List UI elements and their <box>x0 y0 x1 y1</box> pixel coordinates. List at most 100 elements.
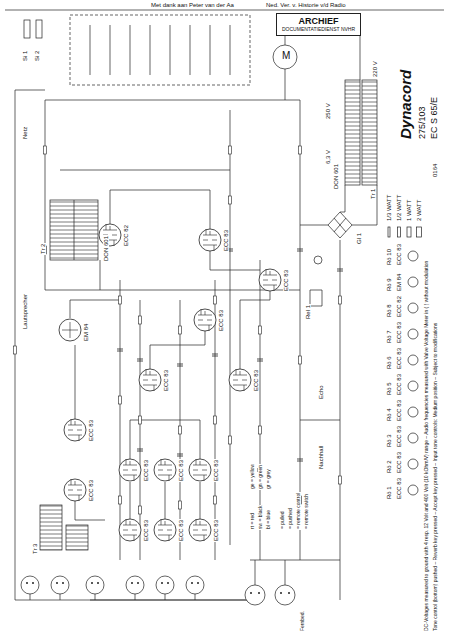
tube-list-entry: ECC 83 <box>396 451 402 474</box>
tubes <box>59 224 281 541</box>
legend-text: 1/2 WATT <box>396 194 402 222</box>
indicator-lamp <box>314 256 322 264</box>
stamp-heading: ARCHIEF <box>282 17 355 27</box>
power-transformer <box>345 80 360 185</box>
archive-stamp: ARCHIEFDOCUMENTATIEDIENST NVHR <box>276 13 361 36</box>
tube-type: ECC 83 <box>213 459 219 482</box>
part-name: DON 601 <box>333 163 339 190</box>
part-name: Si 1 <box>22 50 28 62</box>
tube-list-entry: ECC 82 <box>396 295 402 318</box>
part-name: DON 601 <box>103 235 109 262</box>
measurement-note: DC-Voltages measured to ground with 4 re… <box>424 260 429 632</box>
tube-type: ECC 83 <box>283 269 289 292</box>
title-mark: 0164 <box>432 163 438 178</box>
part-name: Fernbed. <box>300 610 305 632</box>
fuse-symbol <box>24 20 30 38</box>
color-code: = pushed <box>288 507 293 530</box>
tube-list-entry: ECC 83 <box>396 347 402 370</box>
tube-list-entry: ECC 83 <box>396 399 402 422</box>
tube-type: ECC 83 <box>88 419 94 442</box>
tube-list-entry: ECC 83 <box>396 477 402 500</box>
switch-block <box>70 15 250 85</box>
part-name: Echo <box>318 384 324 400</box>
relay-coil <box>310 290 322 306</box>
tube-list-entry: ECC 83 <box>396 373 402 396</box>
tube-type: ECC 83 <box>163 369 169 392</box>
color-code: ge = yellow <box>250 463 255 490</box>
tube-list-entry: Rö 8 <box>386 303 392 318</box>
title-mark: Dynacord <box>398 69 413 140</box>
tube-list-entry: Rö 2 <box>386 459 392 474</box>
stamp-body: DOCUMENTATIEDIENST NVHR <box>282 27 355 33</box>
part-name: Rel 1 <box>305 304 311 320</box>
part-name: Tr 1 <box>370 188 376 200</box>
color-code: bl = blue <box>266 509 271 530</box>
part-name: 220 V <box>372 60 378 78</box>
capacitors <box>117 249 343 471</box>
tube-list-entry: Rö 4 <box>386 407 392 422</box>
part-name: Tr 2 <box>40 243 46 255</box>
tube-list-entry: Rö 10 <box>386 248 392 266</box>
color-code: = remote control <box>296 492 301 530</box>
part-name: 250 V <box>325 102 331 120</box>
color-code: = pulled <box>280 510 285 530</box>
tube-type: ECC 83 <box>178 459 184 482</box>
color-code: sw = black <box>258 505 263 530</box>
output-transformer <box>50 200 98 260</box>
rectifier-bridge <box>328 212 352 238</box>
part-name: Netz <box>22 126 28 140</box>
tube-type: EM 84 <box>83 323 89 342</box>
color-code: gr = grey <box>266 468 271 490</box>
tube-list-entry: Rö 6 <box>386 355 392 370</box>
tube-type: ECC 83 <box>253 369 259 392</box>
input-connectors <box>21 576 295 605</box>
part-name: Gl 1 <box>356 232 362 245</box>
fuse-symbol <box>36 20 42 38</box>
legend-resistor-samples <box>388 227 422 237</box>
color-code: = remote switch <box>304 493 309 530</box>
wiring <box>15 20 377 600</box>
color-code: rt = red <box>250 512 255 530</box>
tube-type: ECC 83 <box>223 229 229 252</box>
tube-list-entry: EM 84 <box>396 273 402 292</box>
measurement-note: Tone control (bottom) pushed – Reverb ke… <box>433 322 438 632</box>
header-rule <box>5 10 444 11</box>
title-mark: EC S 65/E <box>430 96 439 140</box>
tube-type: ECC 82 <box>123 224 129 247</box>
motor-symbol <box>273 45 297 69</box>
power-transformer <box>362 80 377 185</box>
tube-type: ECC 83 <box>143 459 149 482</box>
input-transformer <box>40 505 62 550</box>
tube-list-entry: ECC 83 <box>396 243 402 266</box>
part-name: Si 2 <box>34 50 40 62</box>
tube-type: ECC 83 <box>88 479 94 502</box>
tube-list-entry: ECC 83 <box>396 321 402 344</box>
legend-text: 1 WATT <box>406 199 412 222</box>
tube-list-entry: ECC 83 <box>396 425 402 448</box>
input-transformer <box>66 525 88 550</box>
tube-list-entry: Rö 7 <box>386 329 392 344</box>
legend-text: 2 WATT <box>416 199 422 222</box>
part-name: Nachhall <box>318 445 324 470</box>
credit-line: Ned. Ver. v. Historie v/d Radio <box>265 2 347 8</box>
credit-line: Met dank aan Peter van der Aa <box>150 2 235 8</box>
resistors <box>14 146 342 514</box>
tube-list-entry: Rö 1 <box>386 485 392 500</box>
part-name: Lautsprecher <box>22 293 28 330</box>
transformer-core <box>74 200 75 260</box>
tube-type: ECC 83 <box>213 519 219 542</box>
tube-type: ECC 83 <box>143 519 149 542</box>
tube-type: ECC 83 <box>178 519 184 542</box>
color-code: gn = green <box>258 464 263 490</box>
switch-contacts <box>90 25 230 75</box>
legend-text: 1/3 WATT <box>386 194 392 222</box>
part-name: M <box>281 51 291 61</box>
part-name: Tr 3 <box>32 543 38 555</box>
tube-list-entry: Rö 5 <box>386 381 392 396</box>
tube-list-entry: Rö 9 <box>386 277 392 292</box>
tube-pinouts <box>408 251 418 495</box>
connector-pins <box>26 582 290 594</box>
tube-type: ECC 83 <box>218 309 224 332</box>
